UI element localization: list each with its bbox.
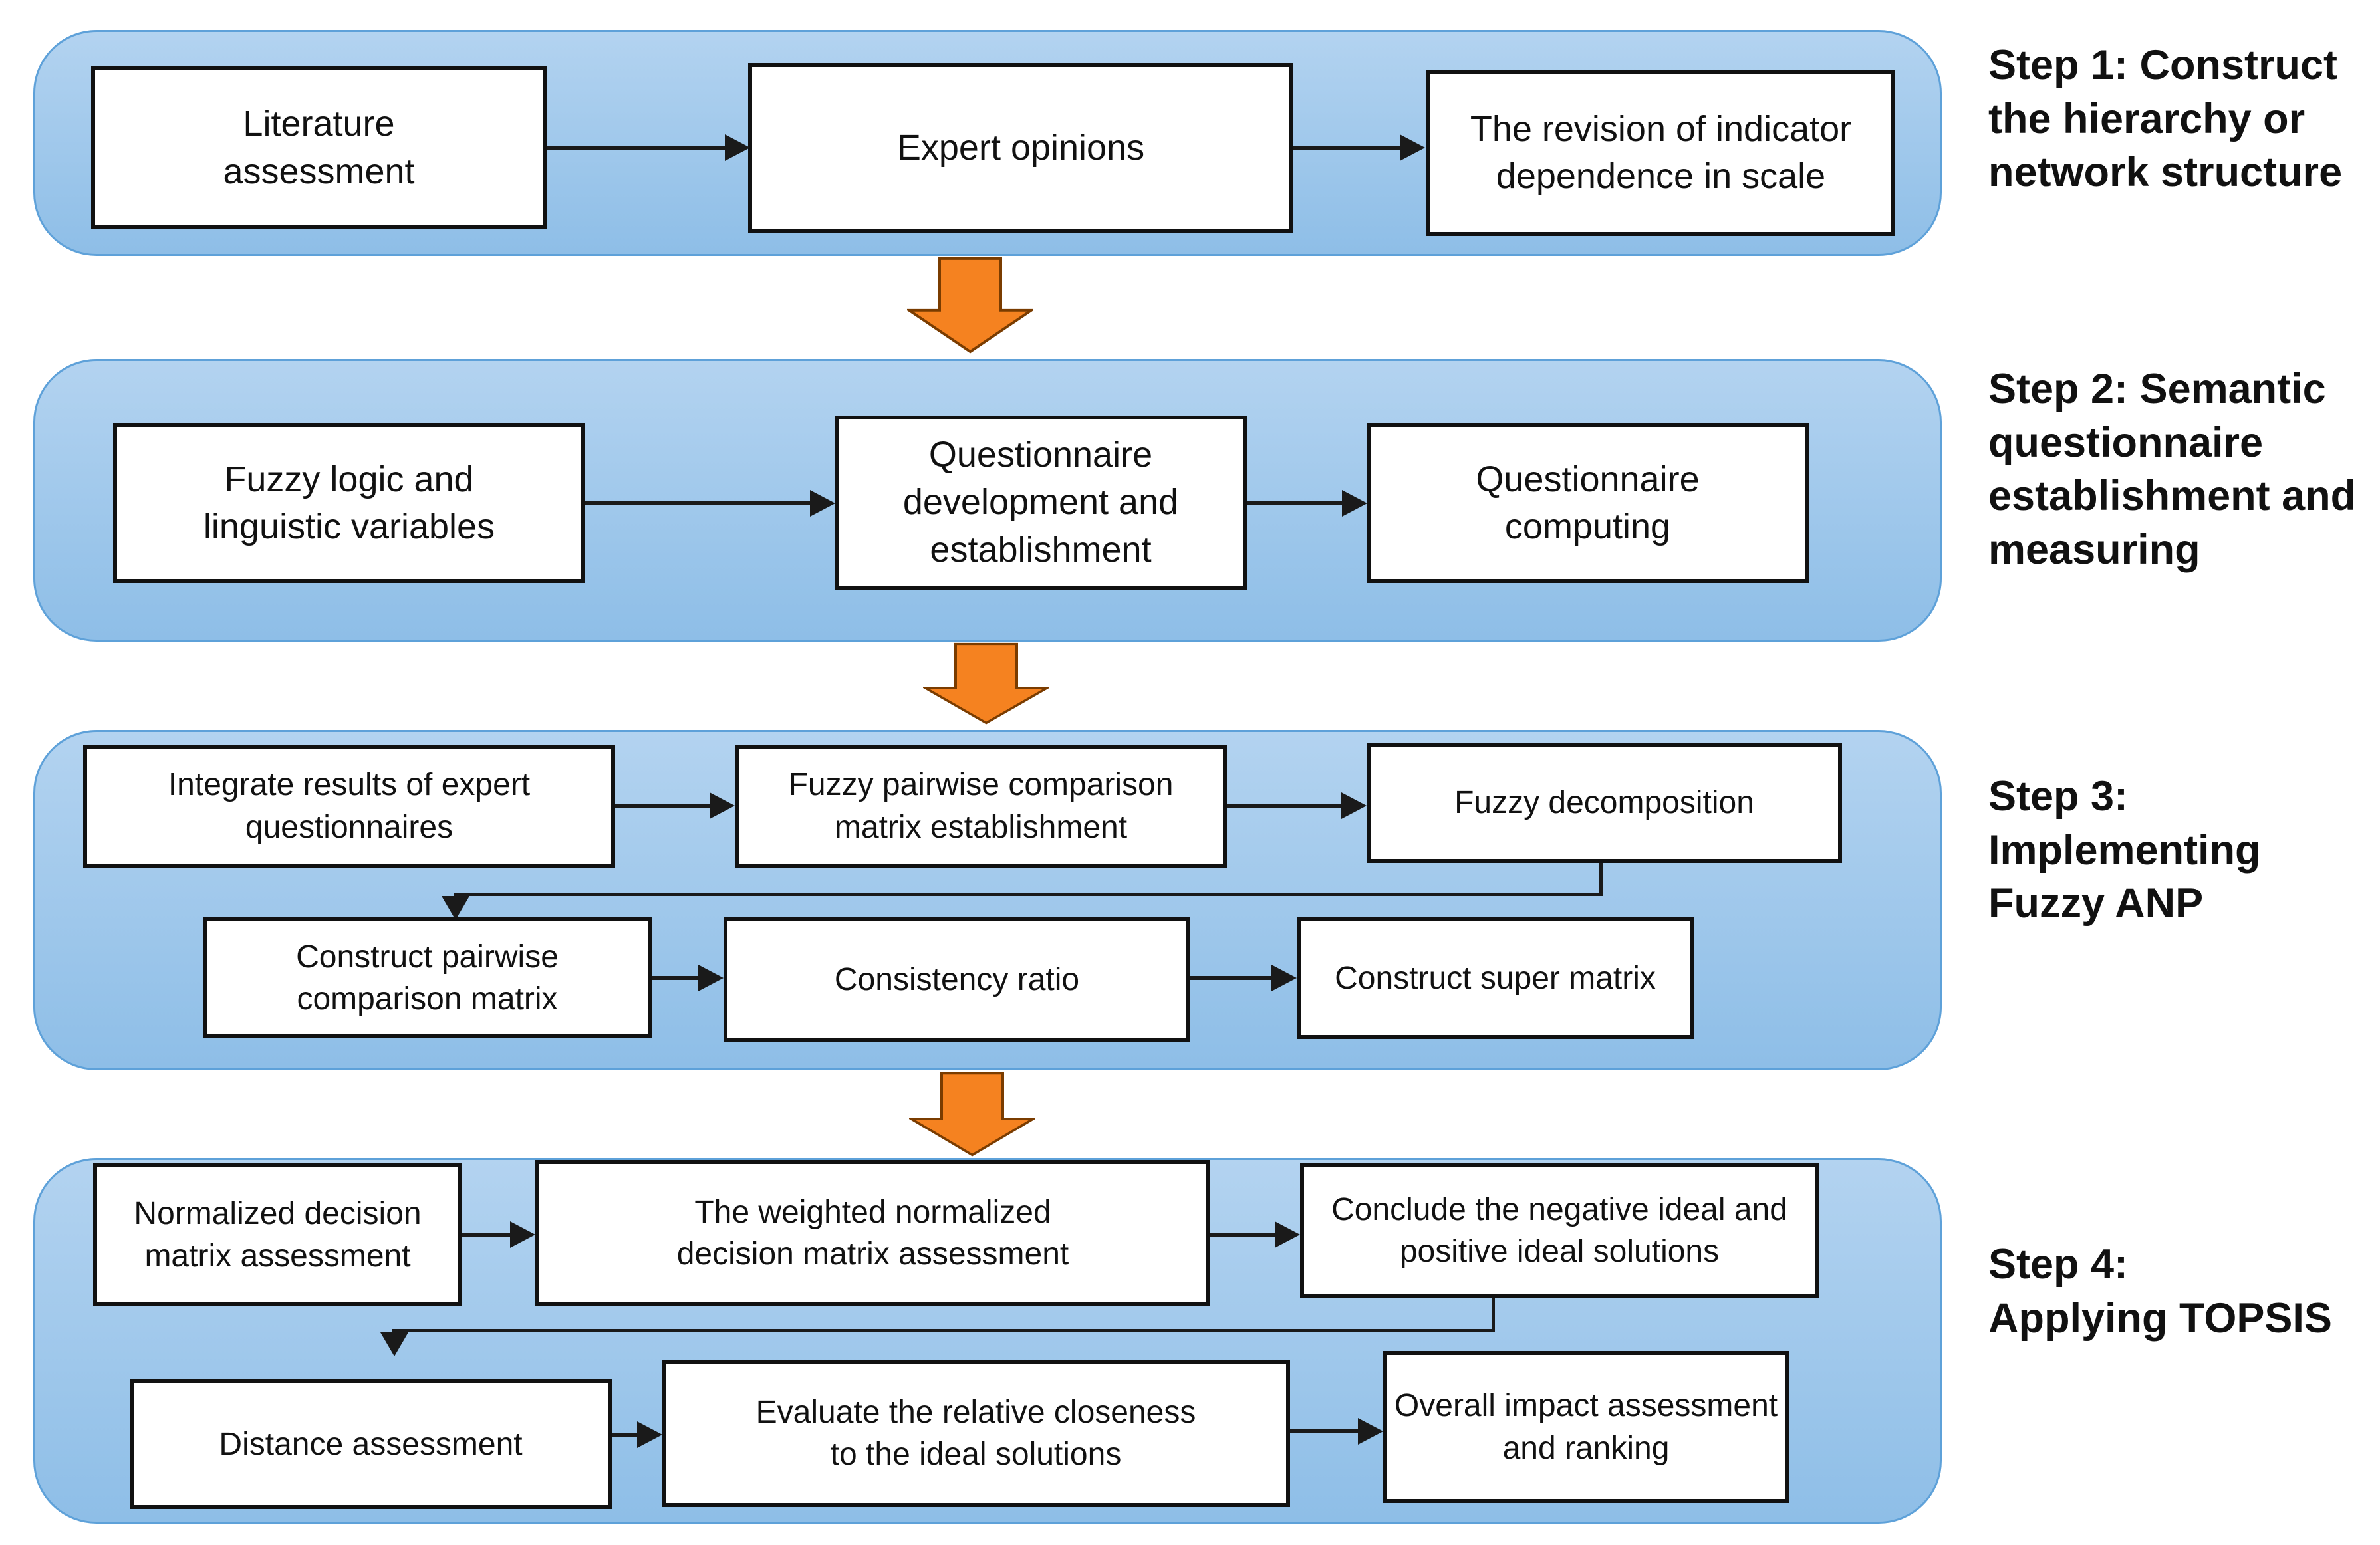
arrowhead-down-icon bbox=[442, 896, 469, 920]
connector-line bbox=[652, 976, 700, 980]
arrowhead-right-icon bbox=[1342, 490, 1367, 517]
elbow-connector-vertical bbox=[1492, 1298, 1495, 1332]
node-questionnaire-development: Questionnaire development and establishm… bbox=[835, 416, 1247, 590]
node-normalized-decision-matrix: Normalized decision matrix assessment bbox=[93, 1163, 462, 1306]
arrowhead-right-icon bbox=[710, 792, 735, 819]
node-relative-closeness: Evaluate the relative closeness to the i… bbox=[662, 1360, 1290, 1507]
node-construct-super-matrix: Construct super matrix bbox=[1297, 917, 1694, 1039]
connector-line bbox=[612, 1433, 640, 1437]
arrowhead-right-icon bbox=[1275, 1221, 1300, 1248]
arrowhead-right-icon bbox=[1400, 134, 1425, 161]
node-distance-assessment: Distance assessment bbox=[130, 1379, 612, 1509]
node-fuzzy-logic-linguistic: Fuzzy logic and linguistic variables bbox=[113, 423, 585, 583]
node-fuzzy-pairwise-matrix: Fuzzy pairwise comparison matrix establi… bbox=[735, 745, 1227, 868]
connector-line bbox=[462, 1233, 512, 1237]
connector-line bbox=[585, 501, 813, 505]
arrowhead-right-icon bbox=[1358, 1418, 1383, 1445]
step3-label: Step 3: Implementing Fuzzy ANP bbox=[1988, 773, 2261, 927]
arrowhead-right-icon bbox=[810, 490, 835, 517]
arrowhead-right-icon bbox=[510, 1221, 535, 1248]
arrowhead-right-icon bbox=[1271, 965, 1297, 991]
connector-line bbox=[1247, 501, 1345, 505]
connector-line bbox=[1227, 804, 1343, 808]
node-weighted-normalized-matrix: The weighted normalized decision matrix … bbox=[535, 1160, 1210, 1306]
step2-label: Step 2: Semantic questionnaire establish… bbox=[1988, 366, 2357, 573]
connector-line bbox=[1293, 146, 1401, 150]
arrowhead-right-icon bbox=[698, 965, 724, 991]
node-ideal-solutions: Conclude the negative ideal and positive… bbox=[1300, 1163, 1819, 1298]
arrowhead-right-icon bbox=[637, 1421, 662, 1448]
down-block-arrow-icon bbox=[923, 642, 1049, 725]
node-expert-opinions: Expert opinions bbox=[748, 63, 1293, 233]
step1-label: Step 1: Construct the hierarchy or netwo… bbox=[1988, 42, 2343, 196]
node-overall-impact-ranking: Overall impact assessment and ranking bbox=[1383, 1351, 1789, 1503]
down-block-arrow-icon bbox=[907, 257, 1033, 354]
node-integrate-expert-results: Integrate results of expert questionnair… bbox=[83, 745, 615, 868]
connector-line bbox=[1290, 1429, 1360, 1433]
arrowhead-right-icon bbox=[1341, 792, 1367, 819]
elbow-connector-horizontal bbox=[454, 893, 1603, 896]
node-fuzzy-decomposition: Fuzzy decomposition bbox=[1367, 743, 1842, 863]
node-literature-assessment: Literature assessment bbox=[91, 66, 547, 229]
down-block-arrow-icon bbox=[909, 1072, 1035, 1157]
connector-line bbox=[1210, 1233, 1277, 1237]
elbow-connector-horizontal bbox=[392, 1329, 1495, 1332]
step4-label: Step 4: Applying TOPSIS bbox=[1988, 1241, 2332, 1342]
connector-line bbox=[547, 146, 727, 150]
connector-line bbox=[615, 804, 712, 808]
arrowhead-right-icon bbox=[725, 134, 750, 161]
connector-line bbox=[1190, 976, 1273, 980]
node-construct-pairwise-matrix: Construct pairwise comparison matrix bbox=[203, 917, 652, 1038]
node-questionnaire-computing: Questionnaire computing bbox=[1367, 423, 1809, 583]
node-consistency-ratio: Consistency ratio bbox=[724, 917, 1190, 1042]
node-revision-of-indicator: The revision of indicator dependence in … bbox=[1426, 70, 1895, 236]
elbow-connector-vertical bbox=[1599, 863, 1603, 896]
arrowhead-down-icon bbox=[380, 1332, 408, 1356]
